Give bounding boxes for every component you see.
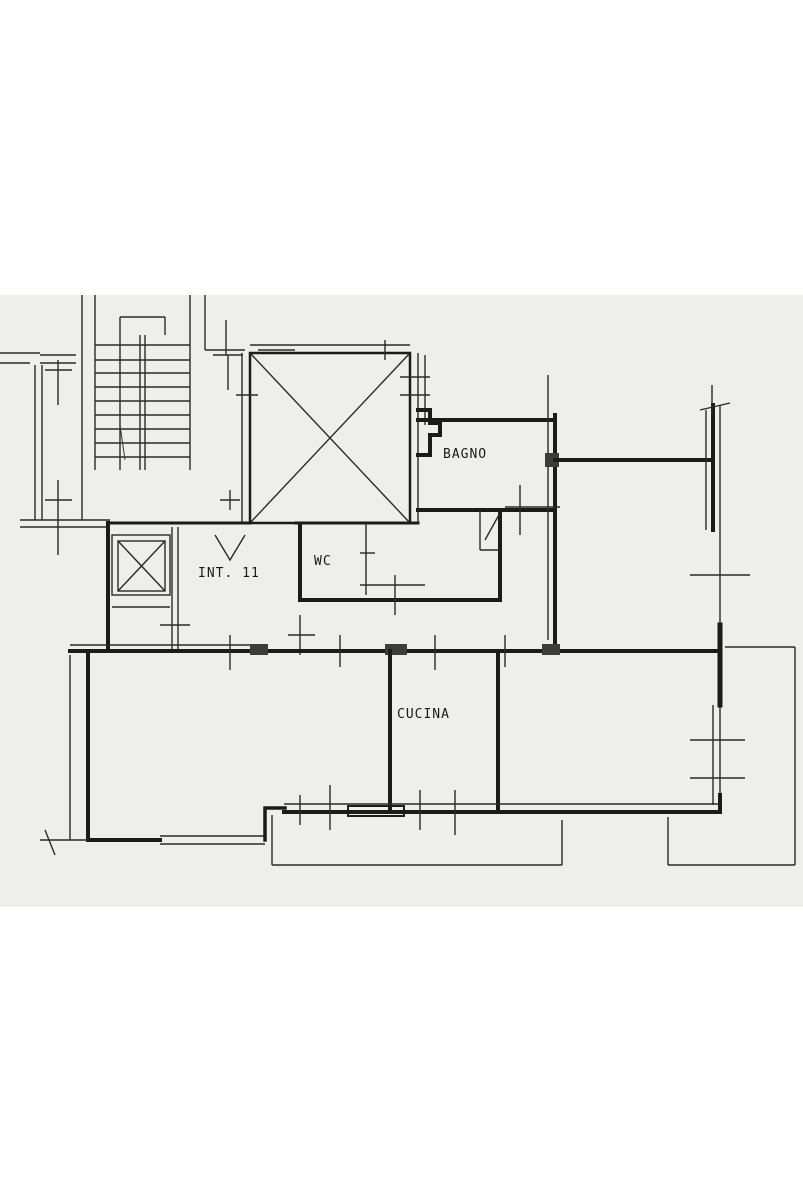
room-right-lower bbox=[667, 622, 796, 866]
label-wc: WC bbox=[314, 554, 332, 569]
label-cucina: CUCINA bbox=[397, 707, 450, 722]
stairwell bbox=[0, 295, 245, 555]
floor-plan-sheet: BAGNO WC INT. 11 CUCINA bbox=[0, 295, 803, 907]
light-well-shaft bbox=[220, 340, 430, 525]
entrance-int-11 bbox=[106, 521, 315, 655]
room-cucina bbox=[282, 649, 722, 835]
room-wc bbox=[294, 508, 502, 615]
floor-plan-drawing: BAGNO WC INT. 11 CUCINA bbox=[0, 295, 796, 866]
room-right-upper bbox=[553, 385, 750, 810]
bathroom-bagno bbox=[416, 375, 560, 647]
label-int-11: INT. 11 bbox=[198, 566, 260, 581]
room-living-left bbox=[40, 649, 563, 866]
label-bagno: BAGNO bbox=[443, 447, 487, 462]
main-partition-wall bbox=[68, 635, 722, 670]
